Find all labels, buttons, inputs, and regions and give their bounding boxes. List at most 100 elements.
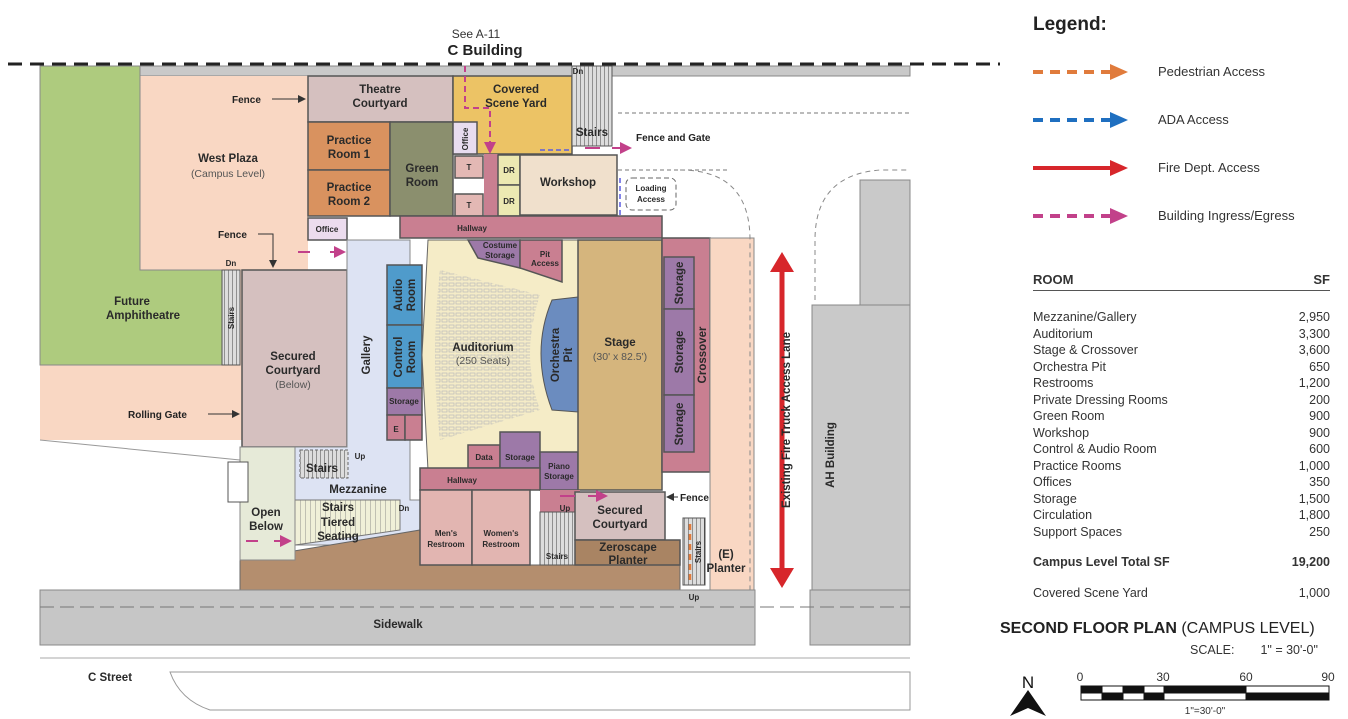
header-sf: SF [1313, 272, 1330, 287]
room-name: Control & Audio Room [1033, 442, 1157, 456]
legend-title: Legend: [1033, 14, 1107, 35]
secured-courtyard-below-label-2: Courtyard [266, 365, 321, 377]
scale-tick-60: 60 [1239, 670, 1253, 684]
storage-mid [499, 431, 541, 469]
stairs-mid-label: Stairs [306, 463, 338, 475]
c-street-label: C Street [88, 672, 132, 684]
stairs-right[interactable] [682, 517, 706, 586]
piano-storage [539, 451, 579, 491]
hallway-top [399, 215, 663, 239]
storage-mid-label: Storage [505, 453, 535, 462]
hallway-top-label: Hallway [457, 224, 487, 233]
dn-top: Dn [573, 67, 584, 76]
legend-pedestrian-access: Pedestrian Access [1158, 64, 1265, 79]
costume-storage-label-2: Storage [485, 251, 515, 260]
scale-caption: 1"=30'-0" [1185, 706, 1226, 717]
room-sf: 2,950 [1298, 310, 1330, 324]
street-curb [169, 671, 911, 711]
toilet-2-label: T [467, 201, 472, 210]
north-arrow-icon [1010, 690, 1046, 716]
loading-access-label-2: Access [637, 195, 666, 204]
fire-lane-curve-left [679, 169, 751, 590]
dressing-room-1-label: DR [503, 166, 515, 175]
room-name: Storage [1033, 491, 1077, 506]
practice-room-1-label-2: Room 1 [328, 149, 371, 161]
room-sf: 900 [1309, 425, 1330, 440]
legend-head-pedestrian [1110, 64, 1128, 80]
scale-note: SCALE:1" = 30'-0" [1190, 643, 1318, 657]
room-name: Offices [1033, 475, 1072, 489]
sidewalk-west [39, 589, 756, 646]
stairs-bottom-label: Stairs [546, 552, 569, 561]
womens-restroom [471, 489, 531, 566]
equipment-box [227, 461, 249, 503]
zeroscape-planter [574, 539, 681, 566]
table-header: ROOM SF [1033, 272, 1330, 291]
peach-east [709, 237, 755, 591]
amphitheatre-label-1: Future [114, 296, 150, 308]
stairs-left[interactable] [221, 269, 241, 366]
audio-room [386, 264, 423, 326]
fence-label-3: Fence [680, 493, 709, 504]
workshop-label: Workshop [540, 177, 596, 189]
zeroscape-planter-label-1: Zeroscape [599, 542, 657, 554]
plan-title-rest: (CAMPUS LEVEL) [1176, 620, 1315, 637]
legend-fire-dept-access: Fire Dept. Access [1158, 160, 1260, 175]
room-name: Green Room [1033, 409, 1105, 423]
practice-room-2-label-2: Room 2 [328, 196, 370, 208]
workshop [519, 154, 618, 216]
orchestra-pit [540, 296, 579, 413]
storage-right-2-label: Storage [674, 331, 686, 374]
room-name: Orchestra Pit [1033, 359, 1106, 374]
open-below-label-1: Open [251, 507, 280, 519]
secured-courtyard-below [241, 269, 348, 448]
covered-scene-yard-label-2: Scene Yard [485, 98, 547, 110]
room-sf: 1,500 [1298, 491, 1330, 506]
auditorium-label: Auditorium [452, 342, 513, 354]
orchestra-pit-label-2: Pit [563, 347, 575, 362]
secured-courtyard-below-label-1: Secured [270, 351, 315, 363]
control-room [386, 324, 423, 389]
womens-restroom-label-1: Women's [483, 529, 519, 538]
north-label: N [1022, 673, 1034, 692]
piano-storage-label-2: Storage [544, 472, 574, 481]
plan-title: SECOND FLOOR PLAN (CAMPUS LEVEL) [1000, 620, 1315, 638]
costume-storage-label-1: Costume [483, 241, 518, 250]
stairs-mid[interactable] [299, 449, 349, 479]
ah-building-north [859, 179, 911, 306]
pit-access [519, 239, 563, 284]
total-label: Campus Level Total SF [1033, 555, 1170, 569]
gallery-label: Gallery [361, 335, 373, 375]
orchestra-pit-label-1: Orchestra [550, 327, 562, 382]
legend-building-egress: Building Ingress/Egress [1158, 208, 1295, 223]
room-sf: 3,600 [1298, 343, 1330, 357]
theatre-courtyard [307, 75, 454, 123]
practice-room-2 [307, 169, 391, 217]
header-room: ROOM [1033, 272, 1074, 287]
stairs-bottom[interactable] [539, 511, 576, 566]
crossover-label: Crossover [697, 326, 709, 383]
stage [577, 239, 663, 491]
room-name: Support Spaces [1033, 524, 1122, 539]
zeroscape-planter-label-2: Planter [609, 555, 649, 567]
room-sf: 1,000 [1298, 458, 1330, 473]
up-label-2a: Up [355, 452, 366, 461]
piano-storage-label-1: Piano [548, 462, 570, 471]
stage-sub: (30' x 82.5') [593, 351, 647, 363]
fire-arrow-head-bottom [770, 568, 794, 588]
loading-access-label-1: Loading [635, 184, 666, 193]
stairs-top[interactable] [571, 65, 613, 147]
control-room-label-2: Room [406, 341, 418, 374]
room-sf: 1,800 [1298, 508, 1330, 522]
room-sf: 200 [1309, 392, 1330, 407]
west-plaza-label: West Plaza [198, 153, 258, 165]
secured-courtyard-below-label-3: (Below) [275, 379, 311, 391]
sidewalk-east [809, 589, 911, 646]
mens-restroom [419, 489, 473, 566]
mens-restroom-label-1: Men's [435, 529, 458, 538]
theatre-courtyard-label-1: Theatre [359, 84, 401, 96]
